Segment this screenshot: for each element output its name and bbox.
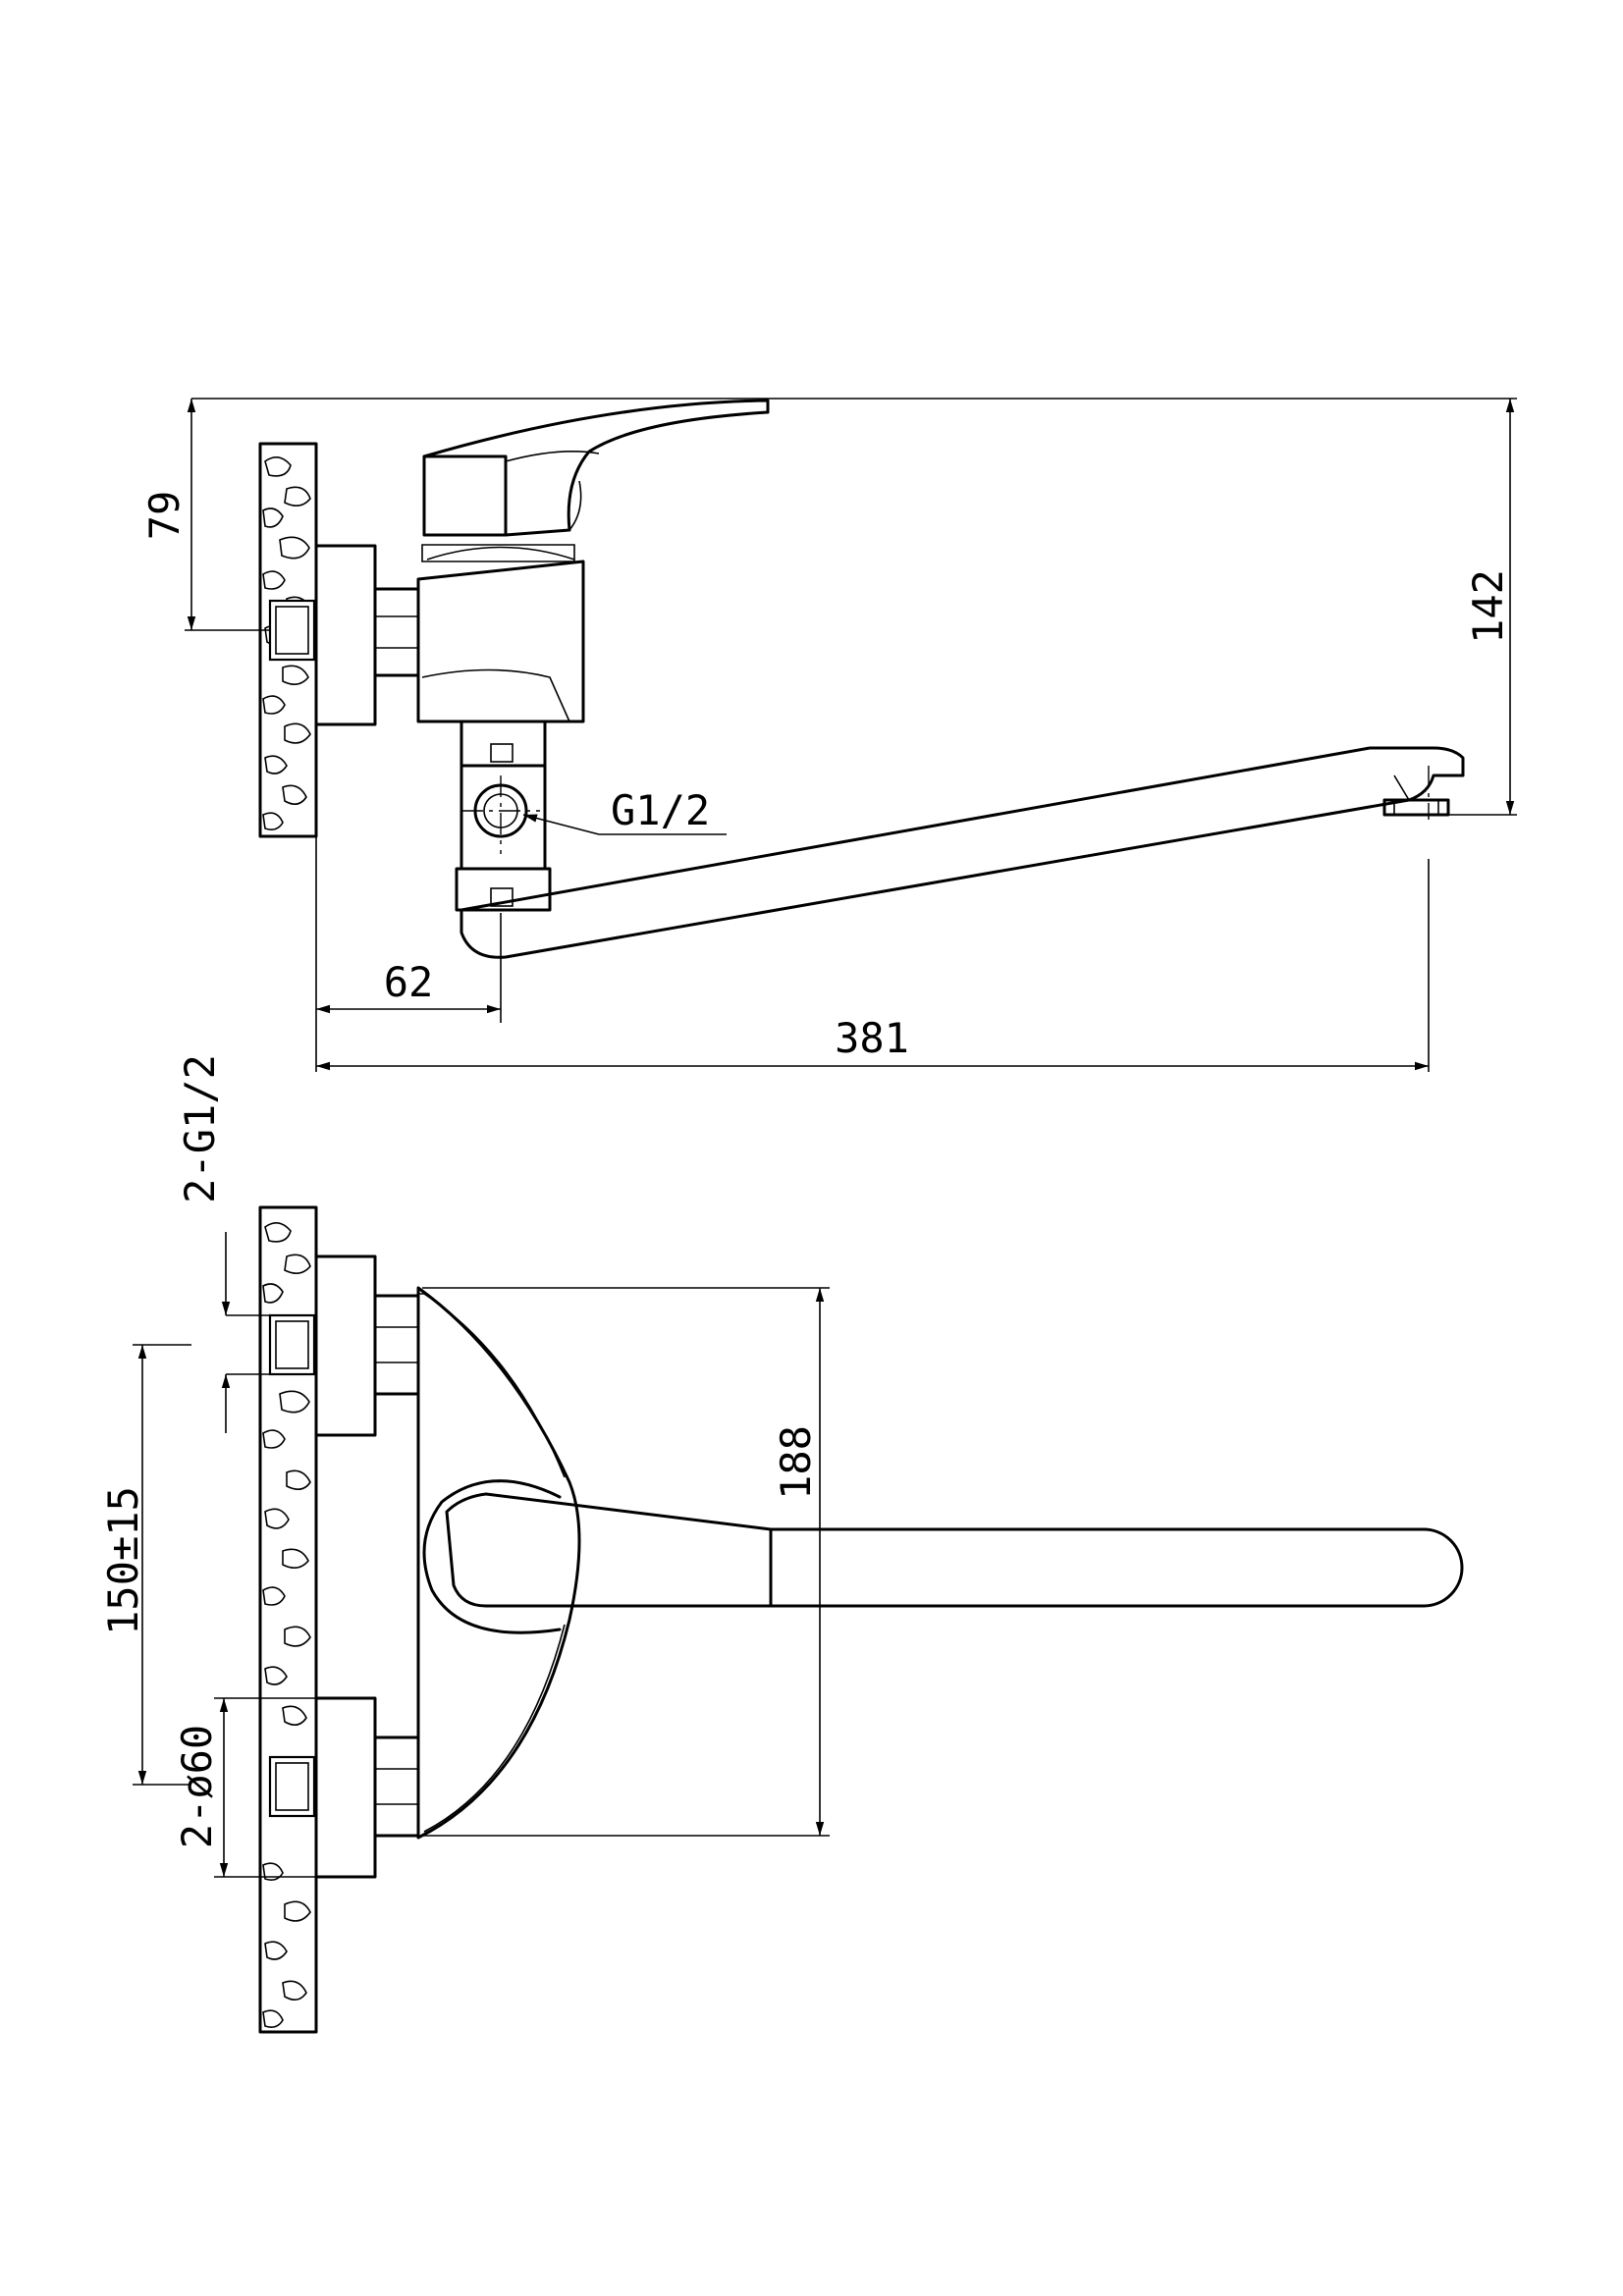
aerator: [1382, 798, 1450, 817]
escutcheon-side: [314, 544, 377, 726]
dimension-2-g1-2-label: 2-G1/2: [176, 1054, 224, 1203]
inlet-lower: [268, 1696, 420, 1879]
dimension-79: 79: [140, 399, 270, 631]
front-view: 188 2-G1/2 150±15 2-ø60: [99, 1054, 1464, 2034]
dimension-381: 381: [316, 1014, 1429, 1071]
spout-side: [460, 746, 1465, 959]
dimension-2-phi-60: 2-ø60: [173, 1697, 316, 1878]
dimension-79-label: 79: [140, 491, 189, 541]
dimension-62: 62: [316, 958, 501, 1014]
faucet-body-side: [416, 544, 585, 723]
inlet-upper: [268, 1255, 420, 1437]
dimension-142-label: 142: [1464, 569, 1512, 644]
eccentric-nut-upper: [373, 1294, 420, 1396]
dimension-62-label: 62: [384, 958, 434, 1006]
dimension-150: 150±15: [99, 1344, 191, 1786]
lever-handle-side: [422, 399, 770, 537]
wall-section-bottom: [258, 1205, 318, 2034]
handle-hub: [422, 1479, 562, 1634]
spout-connector-side: [455, 720, 552, 912]
dimension-188-label: 188: [772, 1425, 820, 1500]
eccentric-nut-lower: [373, 1735, 420, 1838]
thread-callout-label: G1/2: [611, 786, 710, 834]
dimension-188: 188: [772, 1288, 825, 1836]
side-view: 79 142 G1/2 62 381: [140, 398, 1517, 1072]
escutcheon-upper: [314, 1255, 377, 1437]
handle-front: [445, 1492, 1464, 1608]
dimension-142: 142: [1448, 399, 1517, 816]
dimension-381-label: 381: [835, 1014, 909, 1062]
escutcheon-lower: [314, 1696, 377, 1879]
faucet-body-front: [416, 1286, 581, 1840]
eccentric-nut-side: [373, 587, 420, 677]
dimension-150-label: 150±15: [99, 1486, 147, 1635]
dimension-2-phi-60-label: 2-ø60: [173, 1725, 221, 1848]
dimension-2-g1-2: 2-G1/2: [176, 1054, 270, 1433]
thread-callout: G1/2: [522, 786, 727, 835]
